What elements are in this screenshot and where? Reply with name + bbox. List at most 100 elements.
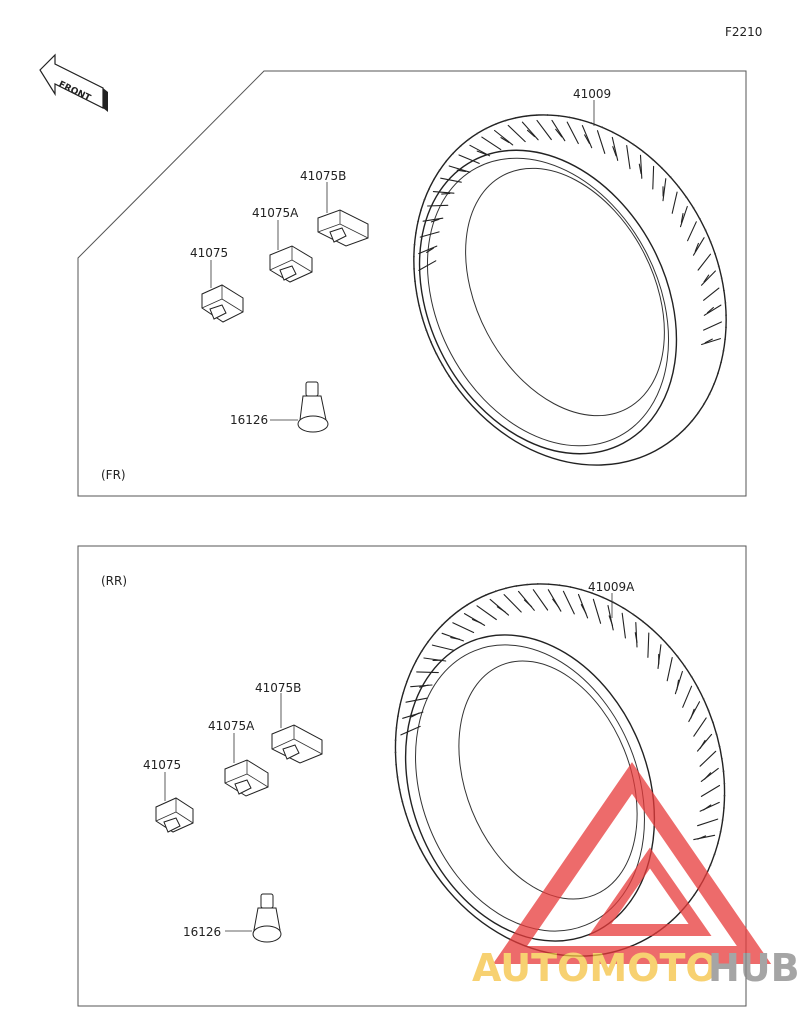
tread-groove: [400, 725, 421, 736]
tread-dot: [590, 122, 593, 125]
tread-dot: [547, 583, 550, 586]
tread-dot: [651, 158, 654, 161]
tread-groove: [481, 136, 502, 151]
tread-dot: [622, 137, 625, 139]
rear-tire-label: 41009A: [588, 580, 635, 594]
tread-dot: [685, 196, 688, 199]
tread-dot: [717, 842, 719, 845]
tread-groove: [697, 818, 719, 827]
tread-groove: [692, 237, 705, 256]
tread-dot: [476, 132, 479, 135]
tread-dot: [485, 594, 487, 596]
tread-groove: [410, 684, 433, 688]
tread-dot: [525, 115, 527, 117]
tread-groove: [430, 218, 440, 223]
tread-groove: [402, 711, 424, 719]
tread-dot: [425, 858, 428, 861]
rear-valve-label: 16126: [183, 925, 221, 939]
tread-dot: [417, 220, 419, 223]
tread-dot: [612, 601, 615, 604]
tread-dot: [677, 186, 680, 188]
diagram-code: F2210: [725, 25, 762, 39]
tread-dot: [526, 583, 528, 586]
tread-dot: [683, 665, 686, 668]
tread-groove: [666, 657, 673, 682]
rear-valve-icon: [225, 893, 282, 943]
front-tire: [413, 114, 727, 466]
tread-dot: [697, 411, 700, 414]
tread-groove: [699, 801, 720, 812]
tread-dot: [717, 372, 719, 375]
tread-dot: [704, 229, 707, 232]
tread-dot: [413, 268, 415, 270]
front-arrow-icon: FRONT: [39, 53, 108, 112]
tread-dot: [466, 604, 468, 606]
rear-tire: [394, 583, 726, 957]
tread-dot: [402, 692, 405, 694]
tread-dot: [467, 138, 470, 141]
tread-dot: [413, 255, 415, 258]
tread-groove: [693, 834, 716, 841]
rear-weight-a-label: 41075A: [208, 719, 255, 733]
tread-dot: [409, 824, 411, 827]
tread-dot: [459, 145, 462, 148]
tread-groove: [562, 590, 575, 615]
tread-dot: [720, 277, 723, 280]
tread-groove: [452, 622, 475, 634]
tread-dot: [449, 616, 451, 619]
tread-groove: [671, 191, 678, 214]
tread-groove: [680, 213, 684, 223]
tread-groove: [432, 191, 455, 194]
tread-groove: [621, 612, 626, 639]
tread-dot: [703, 402, 706, 405]
tread-groove: [700, 270, 716, 286]
tread-dot: [405, 681, 408, 683]
tread-dot: [720, 361, 722, 364]
tread-dot: [514, 117, 517, 119]
watermark-text-1: AUTOMOTO: [472, 946, 718, 990]
tread-dot: [632, 613, 635, 616]
tread-dot: [399, 703, 402, 706]
tread-groove: [607, 605, 614, 631]
tread-groove: [626, 145, 631, 170]
tread-dot: [441, 624, 443, 627]
tread-dot: [494, 590, 497, 593]
tread-dot: [721, 757, 723, 760]
tread-groove: [674, 670, 683, 695]
tread-groove: [427, 204, 449, 207]
tread-groove: [581, 125, 593, 149]
tread-dot: [724, 338, 726, 341]
tread-dot: [692, 206, 695, 209]
tread-groove: [426, 247, 434, 253]
tread-dot: [457, 610, 460, 612]
tread-groove: [494, 129, 514, 146]
tread-dot: [611, 131, 614, 134]
tread-groove: [431, 644, 455, 651]
tread-groove: [701, 338, 721, 346]
watermark-text-2: HUB: [708, 946, 800, 990]
front-weight: 41075: [190, 246, 244, 323]
tread-dot: [622, 607, 625, 609]
tread-groove: [577, 593, 589, 619]
tread-dot: [712, 721, 714, 724]
tread-dot: [717, 265, 720, 267]
tread-groove: [647, 632, 650, 658]
tread-groove: [419, 231, 440, 238]
tread-groove: [700, 784, 721, 797]
tread-dot: [719, 830, 722, 833]
rear-frame: [77, 545, 747, 1007]
tread-dot: [455, 385, 457, 388]
tread-groove: [682, 685, 693, 708]
tread-groove: [596, 130, 606, 154]
tread-dot: [709, 864, 712, 867]
rear-section-tag: (RR): [101, 574, 127, 588]
tread-dot: [394, 739, 397, 741]
tread-groove: [456, 169, 467, 172]
tread-dot: [715, 733, 718, 736]
tread-dot: [505, 587, 507, 590]
tread-dot: [725, 314, 727, 316]
tread-dot: [398, 788, 401, 791]
tread-dot: [707, 709, 710, 712]
tread-groove: [507, 124, 526, 143]
tread-dot: [445, 160, 447, 163]
